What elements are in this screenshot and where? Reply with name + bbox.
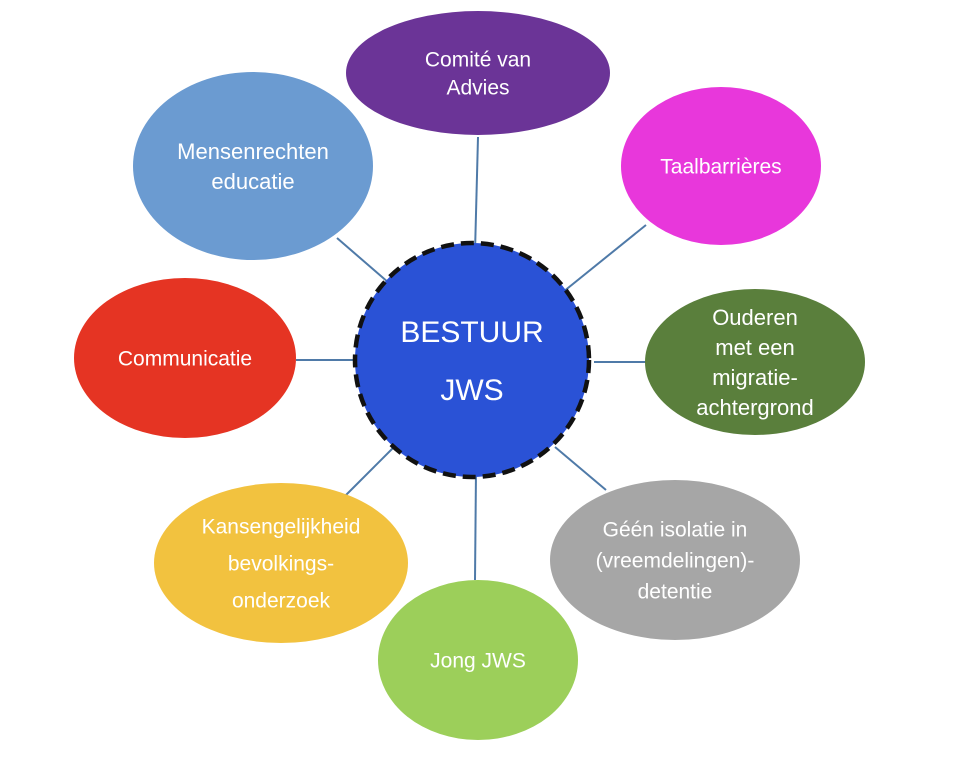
node-shape-geen-isolatie-detentie <box>550 480 800 640</box>
center-label-line: JWS <box>440 374 503 407</box>
node-label-line: Mensenrechten <box>177 139 329 164</box>
node-label-line: (vreemdelingen)- <box>596 550 755 573</box>
node-mensenrechten-educatie: Mensenrechten educatie <box>133 72 373 260</box>
node-label-line: bevolkings- <box>228 553 334 576</box>
center-label: BESTUUR JWS <box>400 316 543 407</box>
connector-lines <box>296 136 647 581</box>
node-shape-comite-van-advies <box>346 11 610 135</box>
node-label-line: Comité van <box>425 49 531 72</box>
node-shape-taalbarrieres <box>621 87 821 245</box>
node-label-line: educatie <box>211 169 294 194</box>
node-label-line: Advies <box>446 77 509 100</box>
node-label-mensenrechten-educatie: Mensenrechten educatie <box>177 139 329 194</box>
connector-kansengelijkheid <box>345 446 395 496</box>
node-label-geen-isolatie-detentie: Géén isolatie in (vreemdelingen)- detentie <box>596 519 755 604</box>
node-jong-jws: Jong JWS <box>378 580 578 740</box>
center-node: BESTUUR JWS <box>352 240 592 480</box>
node-label-line: migratie- <box>712 365 798 390</box>
connector-comite-van-advies <box>474 136 479 253</box>
node-shape-jong-jws <box>378 580 578 740</box>
node-label-line: Géén isolatie in <box>603 519 748 542</box>
node-label-line: Taalbarrières <box>660 156 781 179</box>
center-label-line: BESTUUR <box>400 316 543 349</box>
connector-mensenrechten-educatie <box>336 237 390 284</box>
node-label-line: onderzoek <box>232 590 331 613</box>
node-label-line: Jong JWS <box>430 650 526 673</box>
node-label-line: Ouderen <box>712 305 798 330</box>
node-label-line: met een <box>715 335 795 360</box>
node-shape-mensenrechten-educatie <box>133 72 373 260</box>
node-label-kansengelijkheid: Kansengelijkheid bevolkings-onderzoek <box>202 516 361 613</box>
node-shape-kansengelijkheid <box>154 483 408 643</box>
node-ouderen-migratieachtergrond: Ouderen met een migratie-achtergrond <box>645 289 865 435</box>
node-label-line: Communicatie <box>118 348 252 371</box>
node-label-communicatie: Communicatie <box>118 348 252 371</box>
node-label-line: detentie <box>638 581 713 604</box>
node-label-line: achtergrond <box>696 395 813 420</box>
node-kansengelijkheid: Kansengelijkheid bevolkings-onderzoek <box>154 483 408 643</box>
node-communicatie: Communicatie <box>74 278 296 438</box>
node-label-taalbarrieres: Taalbarrières <box>660 156 781 179</box>
connector-geen-isolatie-detentie <box>554 446 607 491</box>
node-label-line: Kansengelijkheid <box>202 516 361 539</box>
connector-jong-jws <box>474 470 477 581</box>
node-label-ouderen-migratieachtergrond: Ouderen met een migratie-achtergrond <box>696 305 813 420</box>
node-shape-communicatie <box>74 278 296 438</box>
connector-taalbarrieres <box>562 224 647 293</box>
node-shape-ouderen-migratieachtergrond <box>645 289 865 435</box>
node-label-jong-jws: Jong JWS <box>430 650 526 673</box>
node-geen-isolatie-detentie: Géén isolatie in (vreemdelingen)- detentie <box>550 480 800 640</box>
node-taalbarrieres: Taalbarrières <box>621 87 821 245</box>
center-circle <box>352 240 592 480</box>
